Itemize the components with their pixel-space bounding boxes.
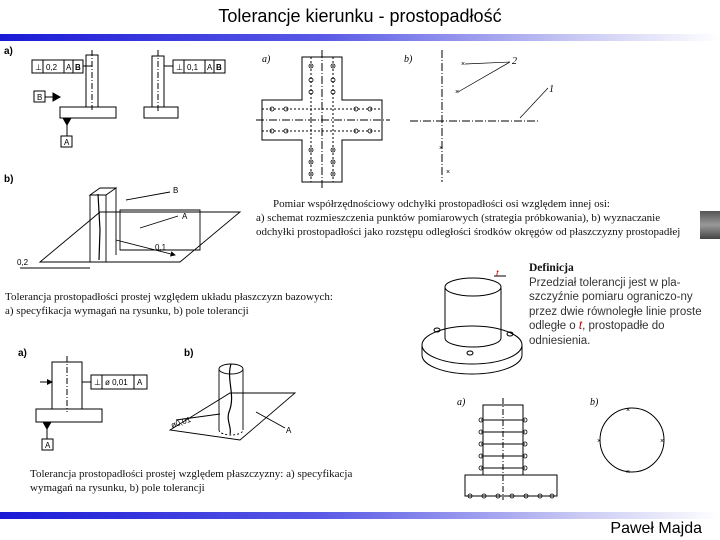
top-left-caption: Tolerancja prostopadłości prostej względ… xyxy=(5,290,385,318)
tolerance-frame-bottom xyxy=(90,374,148,390)
cmm-label-b: b) xyxy=(404,54,413,65)
top-left-label-a: a) xyxy=(4,46,13,57)
zone-diameter-label: ø0,01 xyxy=(170,415,193,430)
definition-box: Definicja Przedział tolerancji jest w pl… xyxy=(529,261,705,348)
definition-text-t: t xyxy=(578,320,583,332)
datum-a-label: A xyxy=(64,138,70,147)
bottom-left-caption-line2: wymagań na rysunku, b) pole tolerancji xyxy=(30,482,205,494)
definition-heading: Definicja xyxy=(529,262,574,274)
cmm-caption-line2: a) schemat rozmieszczenia punktów pomiar… xyxy=(256,212,661,224)
bottom-datum-a-label: A xyxy=(45,441,51,450)
bottom-left-label-b: b) xyxy=(184,348,193,359)
cmm-caption-line3: odchyłki prostopadłości jako rozstępu od… xyxy=(256,226,681,238)
bottom-right-label-a: a) xyxy=(457,397,466,408)
frame-left-datum1: A xyxy=(66,63,72,72)
callout-2: 2 xyxy=(512,56,517,67)
definition-text: Przedział tolerancji jest w pla-szczyźni… xyxy=(529,276,705,349)
side-tab xyxy=(700,211,720,239)
bottom-left-caption: Tolerancja prostopadłości prostej względ… xyxy=(30,467,390,495)
zone-dim-02: 0,2 xyxy=(17,258,29,267)
page-title: Tolerancje kierunku - prostopadłość xyxy=(218,6,502,26)
zone-dim-01: 0,1 xyxy=(155,243,167,252)
frame-right-value: 0,1 xyxy=(187,63,199,72)
bottom-right-label-b: b) xyxy=(590,397,599,408)
tolerance-frame-right xyxy=(172,59,226,74)
callout-1: 1 xyxy=(549,84,554,95)
svg-text:×: × xyxy=(439,145,443,152)
svg-text:×: × xyxy=(455,89,459,96)
top-left-caption-line1: Tolerancja prostopadłości prostej względ… xyxy=(5,291,333,303)
frame-bottom-value: ø 0,01 xyxy=(105,378,128,387)
top-gradient-bar xyxy=(0,34,720,41)
svg-text:×: × xyxy=(626,469,630,476)
frame-bottom-datum: A xyxy=(137,378,143,387)
svg-text:×: × xyxy=(597,438,601,445)
cmm-caption: Pomiar współrzędnościowy odchyłki prosto… xyxy=(256,197,716,239)
svg-text:×: × xyxy=(446,169,450,176)
zone-label-b: B xyxy=(173,186,178,195)
cmm-label-a: a) xyxy=(262,54,271,65)
bottom-left-drawing-a xyxy=(35,356,148,451)
svg-text:×: × xyxy=(626,407,630,414)
top-left-caption-line2: a) specyfikacja wymagań na rysunku, b) p… xyxy=(5,305,249,317)
bottom-left-caption-line1: Tolerancja prostopadłości prostej względ… xyxy=(30,468,353,480)
cmm-caption-line1: Pomiar współrzędnościowy odchyłki prosto… xyxy=(273,198,610,210)
definition-text-main: Przedział tolerancji jest w pla-szczyźni… xyxy=(529,276,702,333)
zone-datum-label: A xyxy=(286,426,292,435)
svg-text:×: × xyxy=(461,61,465,68)
cmm-axes-plot: × × × × xyxy=(410,50,549,182)
zone-label-a: A xyxy=(182,212,188,221)
top-left-label-b: b) xyxy=(4,174,13,185)
definition-text-end: , prostopadłe do odniesienia. xyxy=(529,320,665,347)
roundness-circle: × × × × xyxy=(597,407,665,476)
frame-bottom-symbol: ⊥ xyxy=(94,378,101,387)
cylinder-tolerance-zone xyxy=(168,363,297,441)
frame-left-datum2: B xyxy=(75,63,81,72)
author-name: Paweł Majda xyxy=(610,520,702,537)
t-dimension-label: t xyxy=(496,268,499,279)
frame-right-datum1: A xyxy=(207,63,213,72)
tolerance-zone-3d xyxy=(20,187,242,269)
flange-drawing xyxy=(421,275,523,375)
datum-b-label: B xyxy=(37,93,42,102)
frame-right-datum2: B xyxy=(216,63,222,72)
svg-text:×: × xyxy=(660,438,664,445)
top-left-drawing-a xyxy=(31,50,226,148)
frame-left-value: 0,2 xyxy=(46,63,58,72)
frame-right-symbol: ⊥ xyxy=(176,63,183,72)
shaft-probe-drawing xyxy=(464,398,558,500)
frame-left-symbol: ⊥ xyxy=(35,63,42,72)
cmm-cross-part xyxy=(256,50,390,188)
bottom-gradient-bar xyxy=(0,512,720,519)
bottom-left-label-a: a) xyxy=(18,348,27,359)
